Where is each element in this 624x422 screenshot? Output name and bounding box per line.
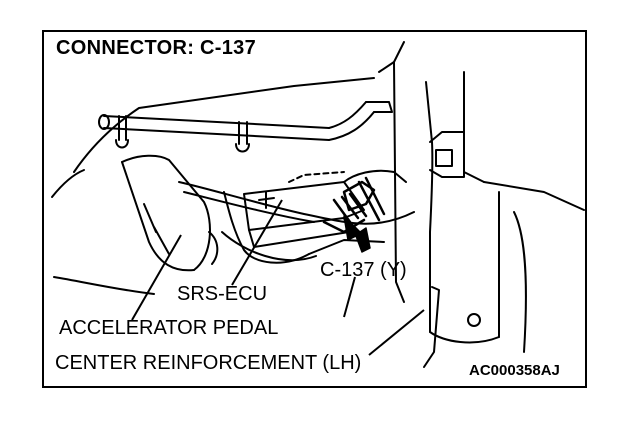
diagram-frame: CONNECTOR: C-137 C-137 (Y) SRS-ECU ACCEL… — [42, 30, 587, 388]
figure-code: AC000358AJ — [469, 362, 560, 379]
bolt-hole — [467, 313, 481, 327]
support-bar — [98, 101, 393, 141]
label-srs-ecu: SRS-ECU — [177, 283, 268, 305]
label-connector-c137: C-137 (Y) — [320, 259, 407, 281]
label-accelerator-pedal: ACCELERATOR PEDAL — [59, 317, 279, 339]
leader-lines — [131, 199, 425, 356]
connector-arrow — [343, 215, 371, 253]
dashboard-outline — [51, 41, 585, 353]
label-center-reinforcement: CENTER REINFORCEMENT (LH) — [55, 352, 362, 374]
bar-clips — [115, 115, 250, 153]
diagram-title: CONNECTOR: C-137 — [56, 37, 257, 59]
accelerator-pedal — [121, 154, 219, 272]
wiring-harness — [178, 169, 415, 264]
connector-location-illustration — [51, 41, 585, 368]
center-reinforcement — [393, 61, 500, 368]
